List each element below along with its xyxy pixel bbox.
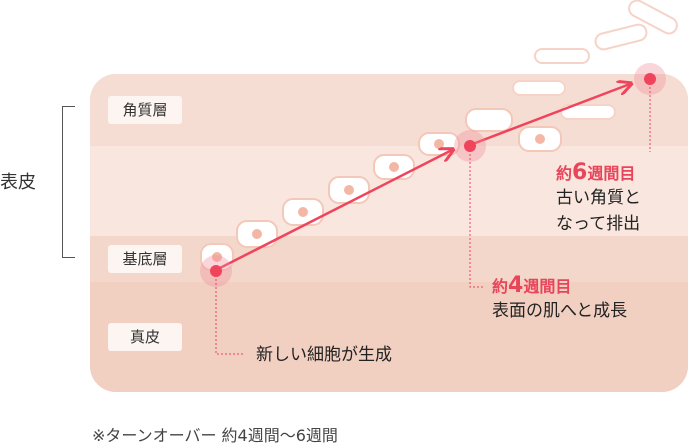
layer-label-stratum-corneum: 角質層	[108, 96, 182, 124]
cell-nucleus	[298, 207, 308, 217]
shed-flake	[512, 80, 566, 96]
cell-nucleus	[389, 162, 399, 172]
footnote: ※ターンオーバー 約4週間〜6週間	[92, 426, 338, 445]
layer-label-basal-layer: 基底層	[108, 245, 182, 273]
dot-week4	[464, 140, 476, 152]
title-suffix: 週間目	[523, 277, 572, 296]
dot-start	[210, 265, 222, 277]
arrow-surface-to-shed	[469, 84, 630, 147]
cell-nucleus	[252, 229, 262, 239]
leader-week4	[469, 154, 484, 288]
band-basal-layer	[90, 236, 688, 282]
cell-nucleus	[212, 252, 222, 262]
title-week4: 約4週間目	[492, 273, 627, 298]
cell-nucleus	[535, 134, 545, 144]
title-number: 4	[508, 273, 524, 298]
label-week6: 約6週間目 古い角質と なって排出	[556, 160, 641, 237]
label-week4: 約4週間目 表面の肌へと成長	[492, 273, 627, 324]
dot-week6	[644, 73, 656, 85]
desc-week4: 表面の肌へと成長	[492, 301, 628, 321]
desc-week6-line1: 古い角質と	[556, 188, 641, 208]
cell	[518, 126, 562, 152]
cell-nucleus	[344, 185, 354, 195]
label-new-cell: 新しい細胞が生成	[256, 342, 392, 368]
epidermis-label: 表皮	[0, 172, 36, 193]
title-week6: 約6週間目	[556, 160, 641, 185]
epidermis-bracket	[62, 106, 75, 258]
skin-cross-section	[90, 74, 688, 392]
arrow-basal-to-surface	[215, 150, 452, 272]
leader-start	[215, 279, 244, 355]
title-number: 6	[572, 160, 588, 185]
layer-label-dermis: 真皮	[108, 323, 182, 351]
cell	[465, 108, 513, 132]
desc-new-cell: 新しい細胞が生成	[256, 345, 392, 365]
desc-week6-line2: なって排出	[556, 214, 641, 234]
title-suffix: 週間目	[587, 164, 636, 183]
title-prefix: 約	[492, 277, 509, 296]
shed-flake	[560, 104, 616, 120]
title-prefix: 約	[556, 164, 573, 183]
shed-flake	[534, 48, 590, 64]
cell-nucleus	[434, 139, 444, 149]
band-dermis	[90, 282, 688, 392]
